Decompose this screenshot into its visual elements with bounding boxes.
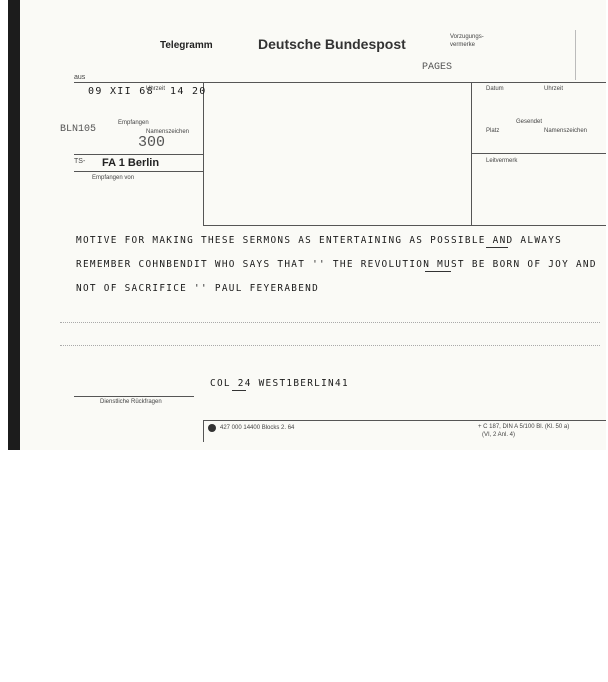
uhrzeit-label: Uhrzeit	[146, 86, 166, 92]
underline-and	[486, 247, 508, 248]
dotted-rule-2	[60, 345, 600, 346]
aus-label: aus	[74, 74, 86, 81]
corner-stamp-mark	[575, 30, 598, 80]
rule-left-2	[74, 171, 203, 172]
ts-label: TS-	[74, 158, 86, 165]
platz-label: Platz	[486, 128, 500, 134]
office-name: FA 1 Berlin	[102, 157, 160, 169]
uhrzeit-typed: 14 20	[170, 86, 207, 97]
rule-mid-left	[203, 82, 204, 225]
rule-top	[74, 82, 606, 83]
telegram-form: Telegramm Deutsche Bundespost Vorzugungs…	[20, 0, 606, 450]
gesendet-label: Gesendet	[516, 119, 543, 125]
routing-line: COL 24 WEST1BERLIN41	[210, 378, 349, 389]
rule-left-1	[74, 154, 203, 155]
empfangen-label: Empfangen	[118, 120, 149, 126]
uhrzeit-right-label: Uhrzeit	[544, 86, 564, 92]
message-line-1: MOTIVE FOR MAKING THESE SERMONS AS ENTER…	[76, 235, 563, 246]
din-line-2: (VI, 2 Anl. 4)	[482, 432, 516, 438]
namenszeichen-label: Namenszeichen	[146, 129, 190, 135]
namenszeichen-right-label: Namenszeichen	[544, 128, 588, 134]
rule-footer-left	[74, 396, 194, 397]
leitvermerk-label: Leitvermerk	[486, 158, 518, 164]
rule-footer-vert	[203, 420, 204, 442]
datum-typed: 09 XII 68	[88, 86, 154, 97]
rule-footer	[203, 420, 606, 421]
dotted-rule-1	[60, 322, 600, 323]
telegramm-label: Telegramm	[160, 40, 213, 51]
dienstliche-label: Dienstliche Rückfragen	[100, 399, 162, 405]
handwritten-sender: BLN105	[60, 124, 97, 135]
message-line-3: NOT OF SACRIFICE '' PAUL FEYERABEND	[76, 283, 320, 294]
datum-right-label: Datum	[486, 86, 504, 92]
underline-must	[425, 271, 451, 272]
vermerke-label: vermerke	[450, 42, 476, 48]
scan-dark-edge	[8, 0, 20, 450]
post-horn-icon	[208, 424, 216, 432]
empfangen-von-label: Empfangen von	[92, 175, 135, 181]
page-title: Deutsche Bundespost	[258, 36, 406, 52]
rule-body-top	[203, 225, 606, 226]
message-line-2: REMEMBER COHNBENDIT WHO SAYS THAT '' THE…	[76, 259, 597, 270]
handwritten-code: 300	[138, 134, 166, 151]
din-line-1: + C 187, DIN A 5/100 Bl. (Kl. 50 a)	[478, 424, 570, 430]
underline-routing	[232, 390, 246, 391]
rule-right-1	[471, 153, 606, 154]
vorzug-label: Vorzugungs-	[450, 34, 484, 40]
handwritten-pages: PAGES	[422, 62, 453, 73]
form-number: 427 000 14400 Blocks 2. 64	[220, 425, 295, 431]
